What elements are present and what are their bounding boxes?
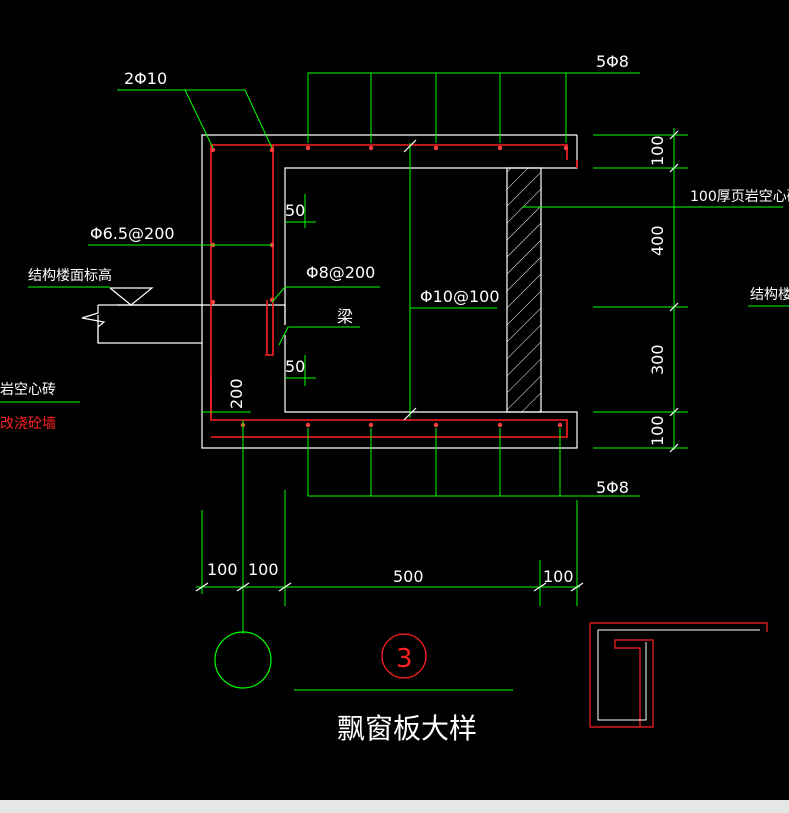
- top-bars-label: 5Φ8: [596, 52, 629, 71]
- floor-level-left-label: 结构楼面标高: [28, 267, 112, 284]
- left-note-1: 岩空心砖: [0, 382, 56, 398]
- rebar-dots: [210, 145, 569, 428]
- section-sketch: [589, 622, 768, 728]
- dim-right-lower: 300: [648, 344, 667, 375]
- beam-stirrup-label: Φ8@200: [306, 263, 375, 282]
- dim-bottom-3: 500: [393, 567, 424, 586]
- dim-bottom-2: 100: [248, 560, 279, 579]
- vertical-bars-label: Φ10@100: [420, 287, 500, 306]
- dim-right-top: 100: [648, 135, 667, 166]
- dim-offset-bottom: 50: [285, 357, 305, 376]
- stirrup-label: Φ6.5@200: [90, 224, 175, 243]
- floor-level-right-label: 结构楼面: [750, 287, 789, 303]
- rebar-lines: [210, 144, 578, 438]
- concrete-outline: [97, 134, 578, 449]
- beam-label: 梁: [337, 307, 353, 326]
- dim-bottom-4: 100: [543, 567, 574, 586]
- drawing-title: 飘窗板大样: [337, 712, 477, 745]
- dim-wall-thickness: 200: [227, 378, 246, 409]
- left-note-2: 改浇砼墙: [0, 416, 56, 432]
- leader-lines: [0, 72, 789, 691]
- break-line: [81, 305, 106, 343]
- brick-wall-label: 100厚页岩空心砖: [690, 189, 789, 205]
- dimension-ticks: [195, 130, 679, 592]
- dim-right-bottom: 100: [648, 415, 667, 446]
- detail-number: 3: [396, 644, 413, 674]
- dim-offset-top: 50: [285, 201, 305, 220]
- corner-bars-label: 2Φ10: [124, 69, 167, 88]
- dim-right-upper: 400: [648, 225, 667, 256]
- bottom-bars-label: 5Φ8: [596, 478, 629, 497]
- dim-bottom-1: 100: [207, 560, 238, 579]
- status-strip: [0, 800, 789, 813]
- axis-circle: [214, 631, 272, 689]
- hollow-brick-wall: [506, 167, 542, 413]
- floor-level-symbol: [109, 287, 154, 306]
- detail-number-circle: [381, 633, 427, 679]
